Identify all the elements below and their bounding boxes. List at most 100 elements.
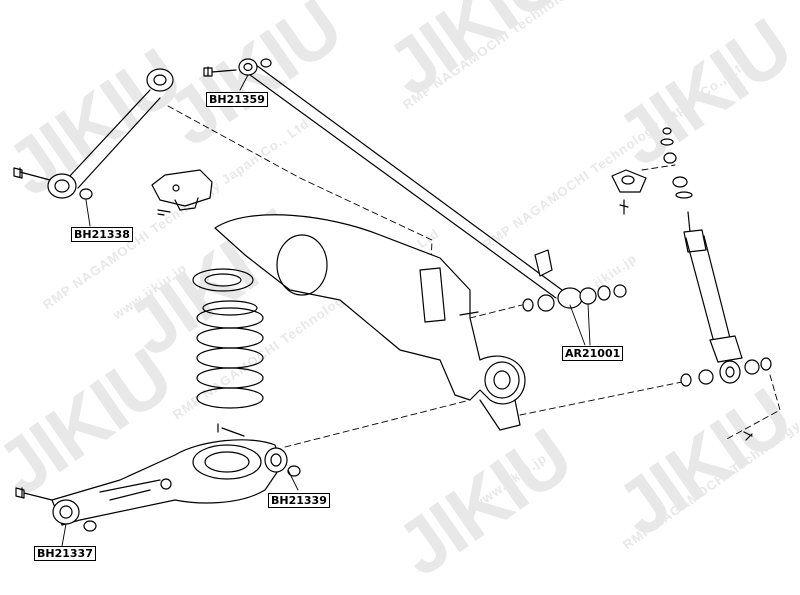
spring-coil: [196, 367, 264, 389]
shock-body: [685, 235, 733, 351]
arm-bushing-eye: [52, 499, 80, 525]
leader-line: [239, 74, 249, 91]
spring-seat-pad: [192, 268, 254, 292]
bushing-hole: [270, 453, 282, 467]
leader-line: [85, 199, 91, 227]
arm-rib: [99, 479, 161, 501]
spring-coil: [196, 347, 264, 369]
bushing: [698, 369, 714, 385]
leader-line: [61, 523, 67, 547]
assembly-line: [469, 304, 523, 319]
arm-body: [51, 439, 283, 526]
lateral-rod[interactable]: [238, 58, 583, 309]
bracket-foot: [174, 197, 199, 211]
axle-beam: [214, 214, 526, 431]
spring-coil: [196, 327, 264, 349]
bolt: [13, 167, 51, 181]
part-label-bh21338[interactable]: BH21338: [71, 227, 133, 242]
upper-mount-bracket: [611, 169, 647, 193]
washer: [522, 298, 534, 312]
nut: [662, 127, 672, 135]
shock-absorber[interactable]: [680, 211, 772, 387]
assembly-line: [519, 381, 683, 416]
spring-coil: [196, 387, 264, 409]
assembly-line: [641, 164, 676, 171]
part-label-ar21001[interactable]: AR21001: [562, 346, 624, 361]
bushing: [663, 152, 677, 164]
nut-icon: [79, 188, 93, 200]
axle-opening: [276, 234, 328, 296]
bushing-hole: [54, 179, 70, 193]
bracket-body: [151, 169, 213, 207]
part-label-bh21337[interactable]: BH21337: [34, 546, 96, 561]
nut-icon: [260, 58, 272, 68]
arm-bushing-eye: [146, 68, 174, 92]
coil-spring[interactable]: [192, 268, 264, 409]
nut: [260, 58, 272, 68]
washer: [680, 373, 692, 387]
shock-mount-hardware: [611, 127, 753, 441]
spring-seat-inner: [204, 451, 250, 473]
bolt-icon: [203, 66, 237, 77]
bolt: [203, 66, 237, 77]
arm-bushing-eye: [47, 173, 77, 199]
nut: [613, 284, 627, 298]
lower-control-arm[interactable]: [51, 439, 288, 526]
bushing-hole: [59, 505, 73, 519]
bushing: [744, 359, 760, 375]
arm-hole: [160, 478, 172, 490]
axle-bracket: [419, 267, 446, 323]
axle-lower-mount: [479, 399, 521, 431]
bracket-hole: [172, 184, 180, 192]
bushing: [672, 176, 688, 188]
rod-eye-hole: [243, 62, 253, 72]
upper-control-arm[interactable]: [47, 68, 174, 199]
rod-bracket: [534, 249, 553, 277]
leader-line: [287, 469, 299, 491]
rod-body: [245, 61, 563, 299]
bolt: [217, 423, 245, 437]
diagram-drawing: [13, 58, 781, 547]
washer: [760, 357, 772, 371]
spring-coil: [196, 307, 264, 329]
mount-bolt: [619, 199, 629, 215]
bolt-icon: [217, 423, 245, 437]
rod-eye: [238, 58, 258, 76]
assembly-line: [284, 399, 471, 448]
bolt-icon: [15, 487, 53, 501]
axle-body: [214, 214, 526, 405]
spring-seat: [192, 444, 262, 480]
bracket-bolt: [157, 209, 171, 216]
shock-dust-cover: [683, 229, 707, 253]
arm-rod: [67, 89, 161, 189]
lower-nut: [743, 431, 753, 441]
bushing-hole: [153, 74, 167, 86]
shock-eye-hole: [725, 366, 735, 378]
hub-flange: [484, 361, 520, 399]
spring-coil-inner: [202, 300, 258, 316]
mount-hole: [621, 175, 635, 185]
bushing: [537, 294, 555, 312]
leader-lines: [61, 74, 591, 547]
washer: [675, 191, 693, 199]
assembly-line: [724, 374, 781, 441]
nut: [79, 188, 93, 200]
axle-stud: [459, 311, 479, 316]
shock-rod-top: [687, 211, 691, 233]
hub-hole: [493, 370, 511, 390]
bump-stop-bracket: [151, 169, 213, 216]
shock-eye: [719, 360, 741, 384]
bolt-icon: [13, 167, 51, 181]
spring-seat-hole: [204, 273, 242, 287]
part-label-bh21359[interactable]: BH21359: [206, 92, 268, 107]
nut: [83, 520, 97, 532]
part-label-bh21339[interactable]: BH21339: [268, 493, 330, 508]
nut-icon: [83, 465, 301, 532]
leader-line: [569, 303, 591, 346]
washer: [597, 285, 611, 301]
bushing-set[interactable]: [522, 284, 627, 312]
bushing: [579, 287, 597, 305]
arm-bushing-eye: [264, 447, 288, 473]
shock-lower-body: [709, 335, 743, 363]
